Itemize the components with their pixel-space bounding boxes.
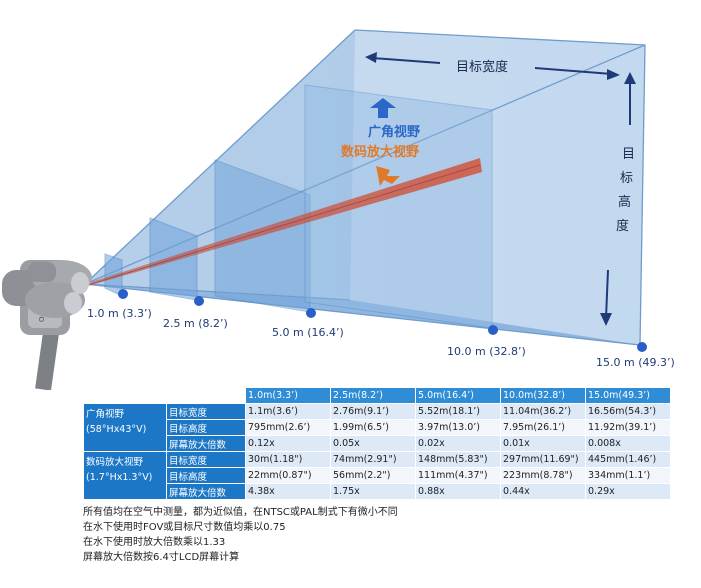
mode-cell-digital: 数码放大视野 (1.7°Hx1.3°V) — [83, 451, 167, 500]
target-height-char-4: 度 — [616, 218, 629, 234]
target-width-label: 目标宽度 — [456, 59, 508, 75]
value-cell: 1.75x — [330, 483, 416, 500]
marker-5m — [306, 308, 316, 318]
value-cell: 223mm(8.78") — [500, 467, 586, 484]
value-cell: 334mm(1.1’) — [585, 467, 671, 484]
digital-zoom-beam — [88, 158, 482, 286]
param-cell: 目标高度 — [166, 467, 246, 484]
marker-2-5m — [194, 296, 204, 306]
marker-15m — [637, 342, 647, 352]
wide-fov-label: 广角视野 — [368, 124, 420, 140]
table-row: 数码放大视野 (1.7°Hx1.3°V) 目标宽度 30m(1.18") 74m… — [83, 451, 671, 500]
value-cell: 0.008x — [585, 435, 671, 452]
value-cell: 3.97m(13.0’) — [415, 419, 501, 436]
param-cell: 目标宽度 — [166, 451, 246, 468]
distance-label-5m: 5.0 m (16.4’) — [272, 326, 344, 339]
table-header-cell: 15.0m(49.3’) — [585, 387, 671, 404]
table-header-cell: 10.0m(32.8’) — [500, 387, 586, 404]
mode-name: 广角视野 — [86, 409, 125, 420]
value-cell: 2.76m(9.1’) — [330, 403, 416, 420]
distance-label-15m: 15.0 m (49.3’) — [596, 356, 675, 369]
value-cell: 7.95m(26.1’) — [500, 419, 586, 436]
table-corner — [83, 387, 246, 404]
table-header-cell: 5.0m(16.4’) — [415, 387, 501, 404]
param-cell: 屏幕放大倍数 — [166, 435, 246, 452]
target-height-arrow — [600, 72, 636, 326]
mode-name: 数码放大视野 — [86, 457, 144, 468]
param-cell: 目标宽度 — [166, 403, 246, 420]
value-cell: 0.12x — [245, 435, 331, 452]
camera-icon: Ocean — [2, 260, 92, 390]
value-cell: 56mm(2.2") — [330, 467, 416, 484]
footnote: 在水下使用时放大倍数乘以1.33 — [83, 537, 226, 548]
value-cell: 0.29x — [585, 483, 671, 500]
value-cell: 297mm(11.69") — [500, 451, 586, 468]
table-header-cell: 2.5m(8.2’) — [330, 387, 416, 404]
value-cell: 0.88x — [415, 483, 501, 500]
digital-zoom-label: 数码放大视野 — [341, 144, 419, 160]
value-cell: 11.04m(36.2’) — [500, 403, 586, 420]
distance-label-1m: 1.0 m (3.3’) — [87, 307, 152, 320]
marker-1m — [118, 289, 128, 299]
value-cell: 0.05x — [330, 435, 416, 452]
value-cell: 1.99m(6.5’) — [330, 419, 416, 436]
distance-label-2-5m: 2.5 m (8.2’) — [163, 317, 228, 330]
footnote: 在水下使用时FOV或目标尺寸数值均乘以0.75 — [83, 522, 286, 533]
wide-fov-arrow-icon — [370, 98, 396, 118]
table-row: 目标高度 22mm(0.87") 56mm(2.2") 111mm(4.37")… — [84, 467, 671, 484]
digital-zoom-arrow-icon — [376, 166, 400, 186]
distance-label-10m: 10.0 m (32.8’) — [447, 345, 526, 358]
value-cell: 445mm(1.46’) — [585, 451, 671, 468]
footnotes: 所有值均在空气中测量，都为近似值，在NTSC或PAL制式下有微小不同 在水下使用… — [83, 505, 398, 565]
table-row: 屏幕放大倍数 4.38x 1.75x 0.88x 0.44x 0.29x — [84, 483, 671, 500]
value-cell: 111mm(4.37") — [415, 467, 501, 484]
target-height-char-2: 标 — [620, 171, 633, 186]
param-cell: 屏幕放大倍数 — [166, 483, 246, 500]
table-header-row: 1.0m(3.3’) 2.5m(8.2’) 5.0m(16.4’) 10.0m(… — [83, 387, 671, 404]
target-height-char-1: 目 — [622, 147, 635, 162]
target-height-label: 目 标 高 度 — [616, 147, 635, 234]
value-cell: 148mm(5.83") — [415, 451, 501, 468]
footnote: 所有值均在空气中测量，都为近似值，在NTSC或PAL制式下有微小不同 — [83, 507, 398, 518]
mode-spec: (1.7°Hx1.3°V) — [86, 472, 153, 483]
table-row: 屏幕放大倍数 0.12x 0.05x 0.02x 0.01x 0.008x — [84, 435, 671, 452]
value-cell: 30m(1.18") — [245, 451, 331, 468]
fov-far-face — [350, 30, 645, 345]
table-row: 广角视野 (58°Hx43°V) 目标宽度 1.1m(3.6’) 2.76m(9… — [83, 403, 671, 452]
value-cell: 0.01x — [500, 435, 586, 452]
table-header-cell: 1.0m(3.3’) — [245, 387, 331, 404]
distance-markers — [118, 289, 647, 352]
table-row: 目标高度 795mm(2.6’) 1.99m(6.5’) 3.97m(13.0’… — [84, 419, 671, 436]
value-cell: 16.56m(54.3’) — [585, 403, 671, 420]
value-cell: 22mm(0.87") — [245, 467, 331, 484]
value-cell: 0.02x — [415, 435, 501, 452]
value-cell: 5.52m(18.1’) — [415, 403, 501, 420]
value-cell: 0.44x — [500, 483, 586, 500]
marker-10m — [488, 325, 498, 335]
mode-spec: (58°Hx43°V) — [86, 424, 147, 435]
spec-table: 1.0m(3.3’) 2.5m(8.2’) 5.0m(16.4’) 10.0m(… — [83, 387, 671, 500]
value-cell: 74mm(2.91") — [330, 451, 416, 468]
param-cell: 目标高度 — [166, 419, 246, 436]
target-width-arrow — [365, 52, 620, 80]
value-cell: 4.38x — [245, 483, 331, 500]
fov-diagram: 1.0 m (3.3’) 2.5 m (8.2’) 5.0 m (16.4’) … — [2, 29, 675, 390]
target-height-char-3: 高 — [618, 194, 631, 210]
value-cell: 11.92m(39.1’) — [585, 419, 671, 436]
value-cell: 795mm(2.6’) — [245, 419, 331, 436]
footnote: 屏幕放大倍数按6.4寸LCD屏幕计算 — [83, 552, 240, 563]
mode-cell-wide: 广角视野 (58°Hx43°V) — [83, 403, 167, 452]
value-cell: 1.1m(3.6’) — [245, 403, 331, 420]
